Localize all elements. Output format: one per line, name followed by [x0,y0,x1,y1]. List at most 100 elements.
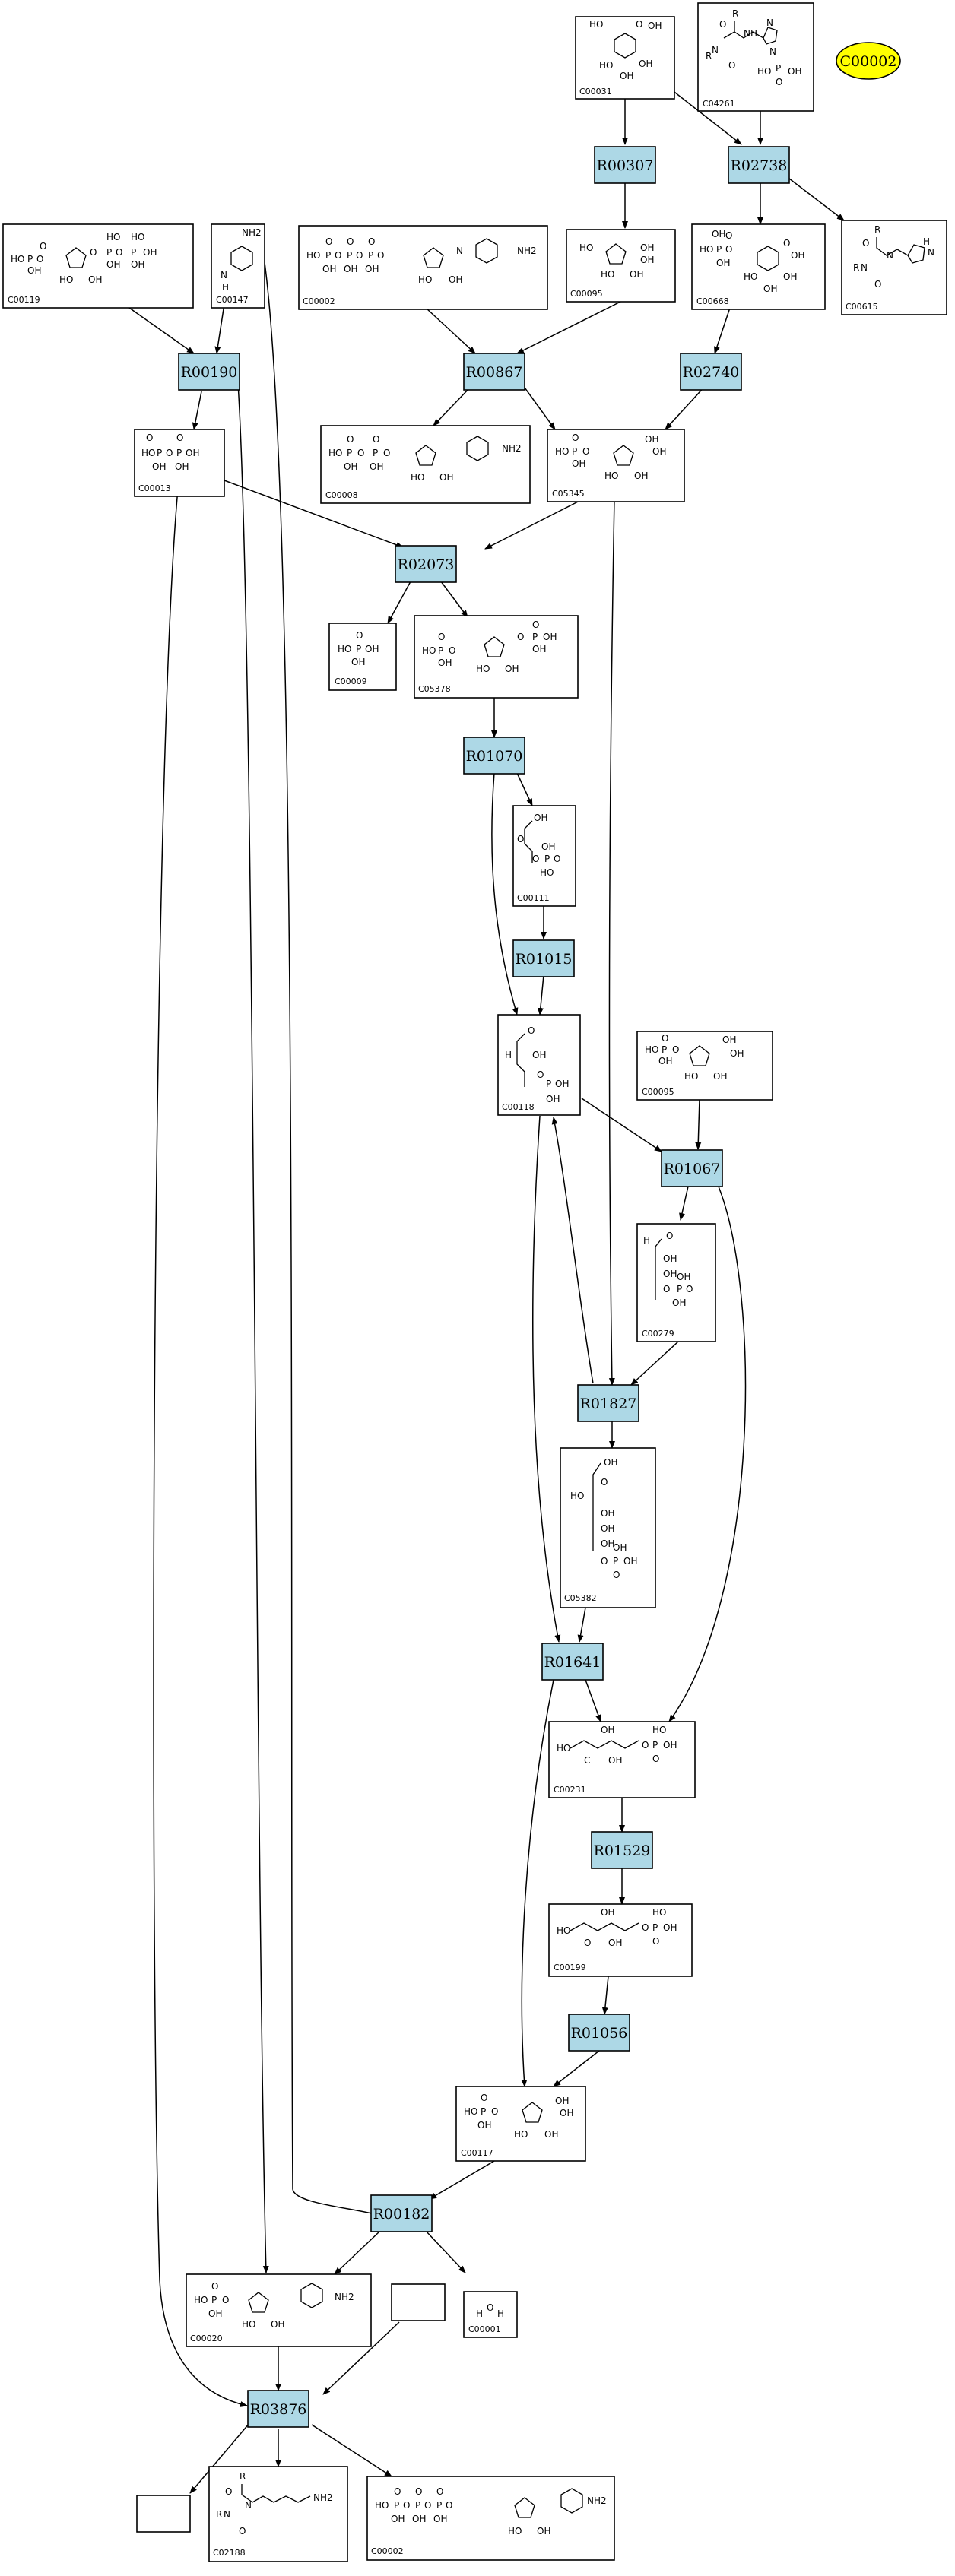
svg-text:R: R [706,51,712,62]
svg-text:OH: OH [412,2514,426,2524]
svg-text:OH: OH [532,1050,546,1060]
reaction-r00867[interactable]: R00867 [463,353,525,391]
compound-blank-1[interactable] [391,2283,446,2321]
svg-text:HO: HO [464,2106,478,2117]
compound-id: C00615 [846,302,878,312]
svg-text:O: O [487,2302,493,2313]
reaction-r00182[interactable]: R00182 [370,2194,433,2232]
svg-text:O: O [438,632,445,642]
compound-id: C05378 [418,684,451,694]
svg-text:O: O [394,2486,401,2497]
map-node-c00002[interactable]: C00002 [836,42,901,80]
svg-text:P: P [394,2500,399,2511]
svg-text:OH: OH [186,448,199,458]
reaction-r01056[interactable]: R01056 [568,2014,630,2052]
svg-text:N: N [766,17,773,28]
svg-text:O: O [572,433,579,443]
svg-text:HO: HO [744,271,757,282]
svg-text:H: H [497,2308,504,2319]
edge [491,772,519,1016]
svg-text:OH: OH [601,1538,614,1549]
svg-text:O: O [481,2093,487,2103]
compound-id: C00001 [468,2324,501,2334]
reaction-r02738[interactable]: R02738 [728,146,790,184]
svg-text:HO: HO [106,232,120,242]
svg-text:O: O [642,1740,649,1751]
svg-text:HO: HO [476,664,490,674]
reaction-r01641[interactable]: R01641 [541,1643,604,1681]
svg-text:O: O [776,77,782,87]
svg-text:O: O [325,236,332,247]
compound-blank-2[interactable] [136,2495,191,2533]
edge [334,2230,381,2275]
reaction-label: R01015 [516,951,573,968]
reaction-r01015[interactable]: R01015 [512,939,575,977]
edge [668,1186,747,1722]
reaction-label: R02740 [683,364,740,381]
reaction-r01529[interactable]: R01529 [591,1831,653,1869]
svg-text:H: H [505,1050,512,1060]
svg-text:OH: OH [730,1048,744,1059]
svg-text:O: O [582,446,589,457]
svg-text:OH: OH [88,274,102,285]
svg-text:OH: OH [652,446,666,457]
svg-text:R: R [240,2471,246,2482]
reaction-r00190[interactable]: R00190 [178,353,240,391]
svg-text:OH: OH [601,1523,614,1534]
map-node-ellipse [836,42,901,80]
svg-text:OH: OH [532,644,546,654]
edge [585,1679,601,1722]
reaction-label: R02073 [398,556,455,573]
svg-text:O: O [222,2295,229,2305]
reaction-r03876[interactable]: R03876 [247,2390,309,2428]
reaction-r01070[interactable]: R01070 [463,737,525,775]
svg-text:O: O [642,1922,649,1933]
edge [429,2160,495,2200]
compound-c02188[interactable]: RO NR NO NH2 C02188 [208,2466,348,2562]
reaction-r00307[interactable]: R00307 [594,146,656,184]
edge [695,1098,702,1150]
svg-text:O: O [601,1556,608,1567]
reaction-r01067[interactable]: R01067 [661,1149,723,1187]
compound-c00147[interactable]: NH2 NH C00147 [211,223,265,309]
svg-text:OH: OH [672,1298,686,1308]
compound-c00001[interactable]: HO H C00001 [463,2291,518,2338]
svg-text:O: O [554,854,560,864]
reaction-r02073[interactable]: R02073 [395,545,457,583]
svg-text:HO: HO [540,867,554,878]
svg-text:HO: HO [514,2129,528,2140]
reaction-r02740[interactable]: R02740 [680,353,742,391]
reaction-label: R00307 [597,157,654,174]
svg-text:HO: HO [599,60,613,71]
svg-text:OH: OH [604,1457,617,1468]
svg-text:OH: OH [433,2514,447,2524]
svg-text:O: O [424,2500,431,2511]
reaction-r01827[interactable]: R01827 [577,1384,639,1422]
svg-text:HO: HO [411,472,424,483]
svg-text:OH: OH [438,657,452,668]
svg-text:N: N [769,46,776,57]
compound-id: C05382 [564,1593,597,1603]
